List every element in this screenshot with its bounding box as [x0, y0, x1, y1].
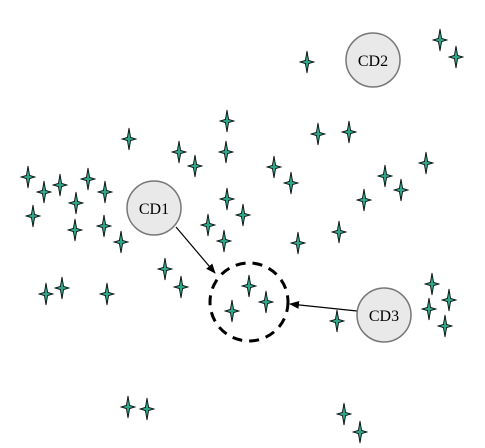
- four-point-star-icon: [234, 203, 252, 227]
- node-cd2-label: CD2: [358, 53, 388, 70]
- four-point-star-icon: [436, 314, 454, 338]
- node-cd3-label: CD3: [369, 308, 399, 325]
- four-point-star-icon: [19, 165, 37, 189]
- node-cd1-label: CD1: [139, 201, 169, 218]
- four-point-star-icon: [447, 45, 465, 69]
- four-point-star-icon: [282, 171, 300, 195]
- four-point-star-icon: [298, 50, 316, 74]
- four-point-star-icon: [218, 109, 236, 133]
- four-point-star-icon: [240, 274, 258, 298]
- four-point-star-icon: [53, 276, 71, 300]
- four-point-star-icon: [215, 229, 233, 253]
- node-cd1[interactable]: CD1: [126, 180, 182, 236]
- four-point-star-icon: [66, 218, 84, 242]
- four-point-star-icon: [309, 122, 327, 146]
- four-point-star-icon: [440, 288, 458, 312]
- target-region: [208, 261, 290, 343]
- four-point-star-icon: [119, 395, 137, 419]
- four-point-star-icon: [330, 220, 348, 244]
- four-point-star-icon: [24, 204, 42, 228]
- node-cd2[interactable]: CD2: [345, 32, 401, 88]
- four-point-star-icon: [257, 290, 275, 314]
- four-point-star-icon: [392, 178, 410, 202]
- four-point-star-icon: [355, 188, 373, 212]
- four-point-star-icon: [265, 155, 283, 179]
- four-point-star-icon: [98, 282, 116, 306]
- sensor-field: [19, 28, 465, 444]
- four-point-star-icon: [376, 164, 394, 188]
- four-point-star-icon: [218, 187, 236, 211]
- four-point-star-icon: [335, 402, 353, 426]
- four-point-star-icon: [138, 397, 156, 421]
- four-point-star-icon: [35, 180, 53, 204]
- arrow-cd1-to-region: [175, 226, 216, 274]
- four-point-star-icon: [420, 297, 438, 321]
- four-point-star-icon: [328, 309, 346, 333]
- four-point-star-icon: [289, 231, 307, 255]
- four-point-star-icon: [112, 230, 130, 254]
- four-point-star-icon: [172, 275, 190, 299]
- four-point-star-icon: [186, 154, 204, 178]
- four-point-star-icon: [351, 420, 369, 444]
- four-point-star-icon: [431, 28, 449, 52]
- four-point-star-icon: [199, 213, 217, 237]
- four-point-star-icon: [217, 140, 235, 164]
- four-point-star-icon: [170, 140, 188, 164]
- arrow-cd3-to-region: [289, 300, 358, 312]
- four-point-star-icon: [96, 180, 114, 204]
- four-point-star-icon: [340, 120, 358, 144]
- node-cd3[interactable]: CD3: [356, 287, 412, 343]
- four-point-star-icon: [120, 127, 138, 151]
- four-point-star-icon: [37, 282, 55, 306]
- four-point-star-icon: [223, 299, 241, 323]
- four-point-star-icon: [95, 214, 113, 238]
- four-point-star-icon: [156, 257, 174, 281]
- four-point-star-icon: [67, 191, 85, 215]
- four-point-star-icon: [51, 173, 69, 197]
- four-point-star-icon: [423, 272, 441, 296]
- four-point-star-icon: [417, 151, 435, 175]
- four-point-star-icon: [79, 167, 97, 191]
